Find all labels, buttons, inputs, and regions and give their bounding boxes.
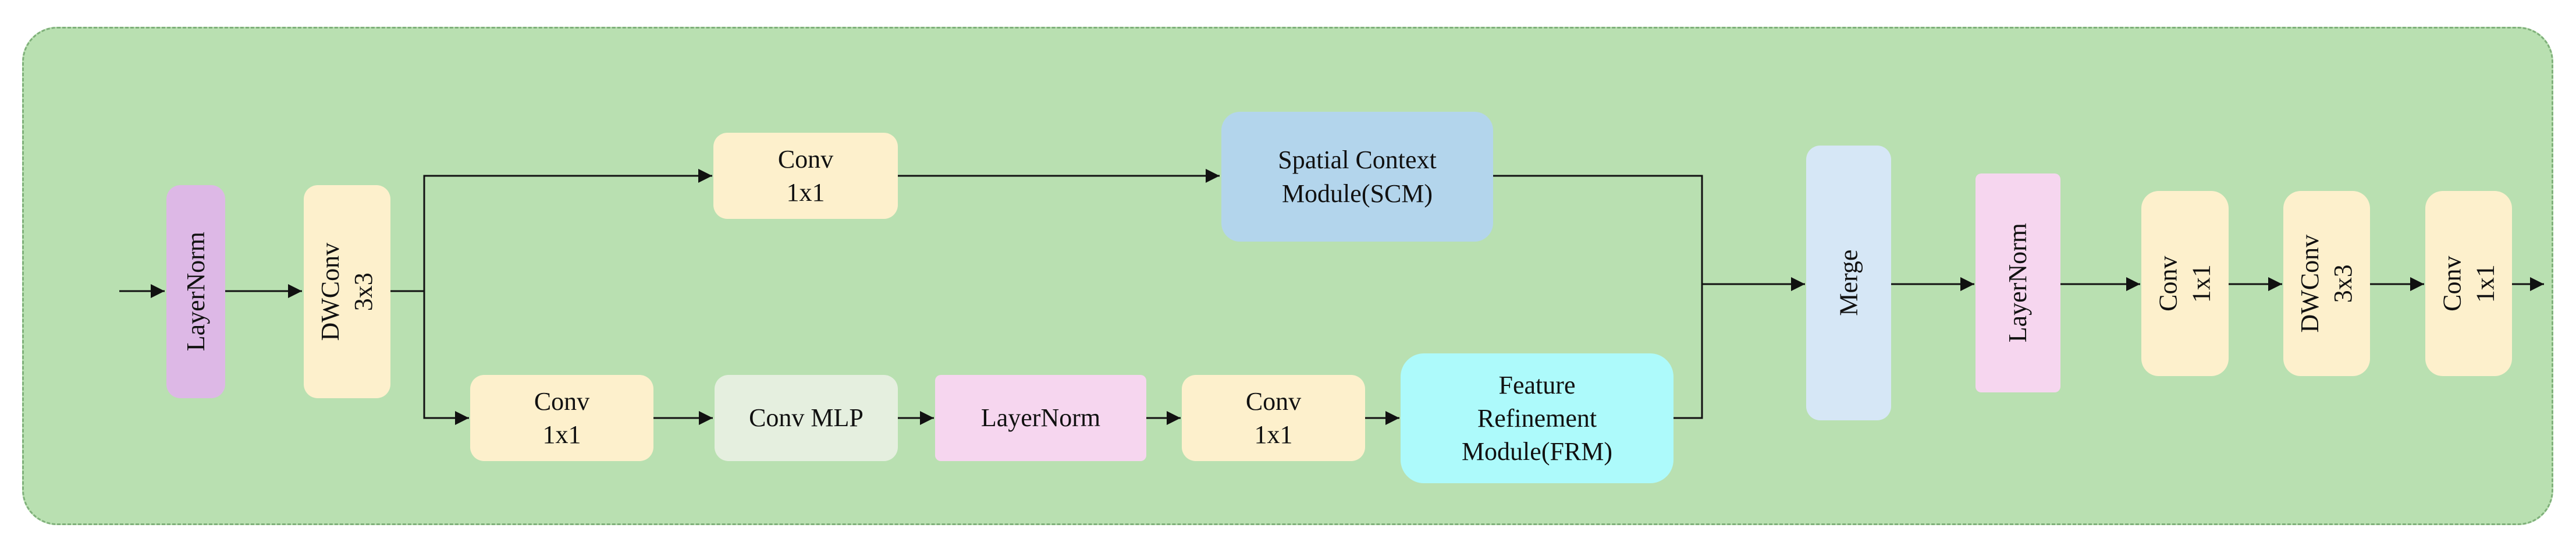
branch-top — [423, 169, 712, 291]
conv-mlp-node: Conv MLP — [715, 375, 898, 461]
conv-bottom-2-label: Conv 1x1 — [1245, 387, 1302, 449]
conv-output-2-label: Conv 1x1 — [2438, 256, 2500, 311]
scm-label: Spatial Context Module(SCM) — [1278, 146, 1437, 208]
layernorm-mid-node: LayerNorm — [935, 375, 1146, 461]
scm-to-merge — [1493, 175, 1703, 284]
conv-bottom-1-label: Conv 1x1 — [534, 387, 590, 449]
layernorm-input-node: LayerNorm — [166, 185, 225, 398]
branch-bottom — [423, 291, 469, 425]
merge-label: Merge — [1834, 249, 1863, 317]
conv-top-node: Conv 1x1 — [713, 133, 898, 219]
frm-node: Feature Refinement Module(FRM) — [1401, 353, 1673, 483]
layernorm-output-label: LayerNorm — [2003, 223, 2033, 343]
layernorm-mid-label: LayerNorm — [980, 403, 1101, 433]
conv-mlp-label: Conv MLP — [749, 403, 864, 433]
dwconv-input-node: DWConv 3x3 — [304, 185, 390, 398]
conv-output-2-node: Conv 1x1 — [2425, 191, 2512, 376]
merge-node: Merge — [1806, 146, 1891, 420]
dwconv-output-label: DWConv 3x3 — [2296, 234, 2358, 333]
dwconv-input-label: DWConv 3x3 — [316, 242, 378, 341]
conv-bottom-2-node: Conv 1x1 — [1182, 375, 1365, 461]
dwconv-output-node: DWConv 3x3 — [2283, 191, 2370, 376]
conv-bottom-1-node: Conv 1x1 — [470, 375, 653, 461]
frm-to-merge — [1673, 284, 1703, 419]
conv-output-1-label: Conv 1x1 — [2154, 256, 2216, 311]
frm-label: Feature Refinement Module(FRM) — [1461, 370, 1613, 466]
conv-output-1-node: Conv 1x1 — [2141, 191, 2229, 376]
layernorm-output-node: LayerNorm — [1975, 173, 2060, 392]
scm-node: Spatial Context Module(SCM) — [1221, 112, 1493, 242]
layernorm-input-label: LayerNorm — [181, 232, 210, 352]
conv-top-label: Conv 1x1 — [777, 144, 834, 207]
